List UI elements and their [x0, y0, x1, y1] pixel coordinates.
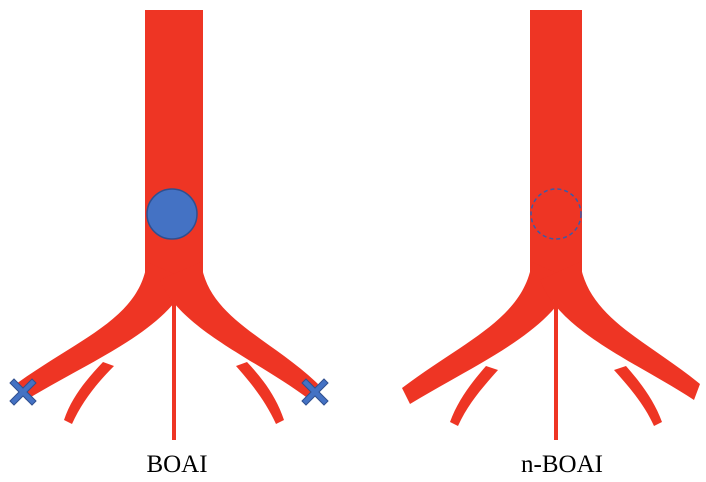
caption-n-boai: n-BOAI [521, 452, 603, 477]
panel-boai [10, 10, 328, 440]
right-iliac-branch-right [540, 262, 700, 400]
vessel-tree-right [402, 10, 700, 440]
median-artery-right [554, 290, 558, 440]
median-artery-left [172, 290, 176, 440]
aorta-trunk-right [530, 10, 582, 280]
caption-boai: BOAI [146, 452, 207, 477]
panel-n-boai [402, 10, 700, 440]
right-iliac-branch-left [160, 262, 318, 400]
balloon-filled [147, 189, 197, 239]
